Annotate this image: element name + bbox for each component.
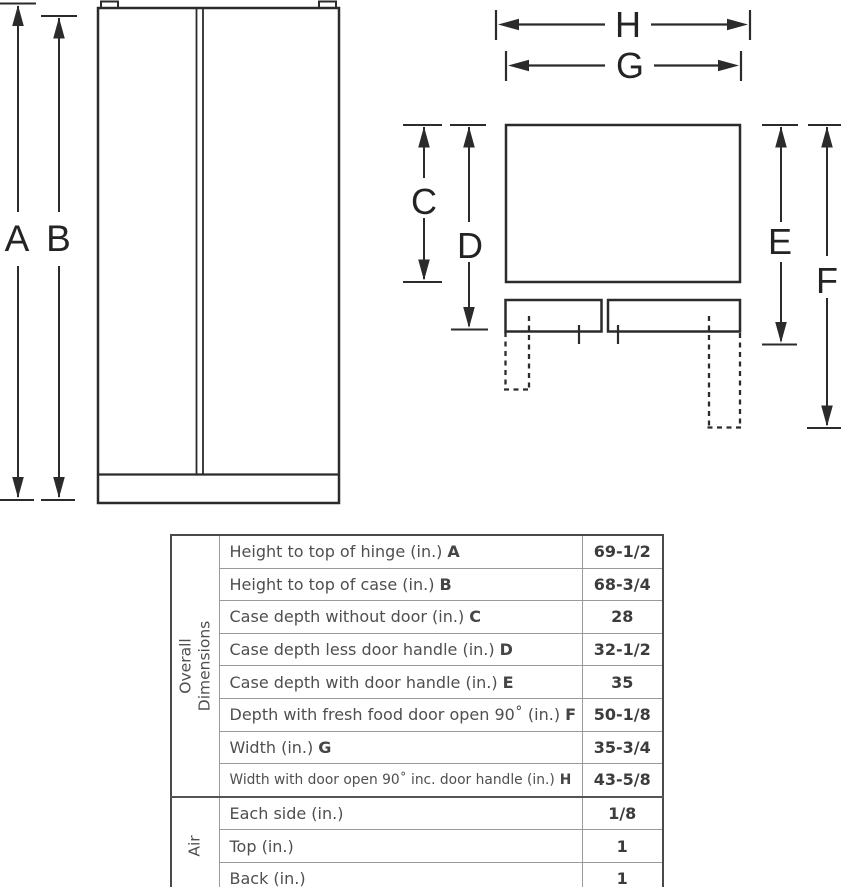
dim-label-B: B [46,218,71,259]
row-value: 28 [581,600,664,634]
table-row: Overall Dimensions Height to top of hing… [170,534,664,798]
dim-label-G: G [616,45,644,86]
section-label-air: Air [170,795,220,887]
dim-letter-ref: A [447,542,460,562]
table-row: Air Each side (in.) 1/8 [170,795,664,887]
row-value: 1 [581,829,664,863]
dimension-diagram: A B H [0,0,841,505]
row-label: Height to top of hinge (in.) [229,542,443,562]
table-row: Depth with fresh food door open 90˚ (in.… [171,697,664,732]
door-right [606,298,742,333]
dim-label-D: D [457,225,483,266]
section-title: Air [185,835,204,857]
dim-letter-ref: C [469,607,481,627]
fridge-body [96,6,341,505]
dim-letter-ref: G [318,737,332,757]
table-row: Width (in.)G 35-3/4 [171,730,664,765]
row-value: 1/8 [581,795,664,831]
row-value: 35 [581,665,664,699]
dimension-A [0,2,36,501]
dim-letter-ref: B [439,574,452,594]
section-label-overall-dimensions: Overall Dimensions [170,534,220,798]
row-value: 68-3/4 [581,567,664,602]
handle-right-dashed [707,316,742,429]
table-row: Case depth without door (in.)C 28 [171,600,664,634]
row-value: 43-5/8 [581,763,664,798]
hinge-left [100,0,119,9]
dim-letter-ref: H [559,771,572,788]
table-row: Width with door open 90˚ inc. door handl… [171,763,664,798]
row-value: 32-1/2 [581,632,664,667]
row-value: 50-1/8 [581,697,664,732]
row-label: Case depth without door (in.) [229,607,465,627]
dimension-H [494,10,752,40]
row-value: 35-3/4 [581,730,664,765]
table-row: Top (in.) 1 [171,829,664,863]
fridge-front-view [96,0,341,505]
row-label: Each side (in.) [229,804,344,824]
dimension-D [450,124,488,331]
handle-left-dashed [504,316,531,391]
row-label: Case depth with door handle (in.) [229,672,498,692]
door-left [504,298,603,333]
dim-label-E: E [768,221,792,262]
section-title: Overall Dimensions [176,620,214,712]
dim-label-F: F [816,260,838,301]
dimension-E [762,124,798,346]
dim-label-H: H [615,4,641,45]
row-label: Back (in.) [229,869,306,887]
row-label: Case depth less door handle (in.) [229,640,495,660]
table-row: Case depth with door handle (in.)E 35 [171,665,664,699]
row-label: Depth with fresh food door open 90˚ (in.… [229,705,561,725]
dimension-B [41,15,77,501]
dimension-F [807,124,841,429]
row-label: Top (in.) [229,836,294,856]
row-label: Width (in.) [229,737,314,757]
dim-letter-ref: E [502,672,514,692]
dim-letter-ref: F [565,705,577,725]
table-row: Back (in.) 1 [171,861,664,887]
hinge-right [318,0,337,9]
dim-label-A: A [5,218,30,259]
fridge-top-view [504,123,742,429]
dim-label-C: C [411,181,437,222]
dimension-C [403,124,442,283]
dim-letter-ref: D [499,640,513,660]
dimension-G [504,51,743,81]
case-outline [504,123,742,284]
row-label: Width with door open 90˚ inc. door handl… [229,771,555,788]
row-label: Height to top of case (in.) [229,574,435,594]
table-row: Height to top of case (in.)B 68-3/4 [171,567,664,602]
dimensions-table: Overall Dimensions Height to top of hing… [170,534,664,887]
table-row: Case depth less door handle (in.)D 32-1/… [171,632,664,667]
row-value: 69-1/2 [581,534,664,569]
row-value: 1 [581,861,664,887]
